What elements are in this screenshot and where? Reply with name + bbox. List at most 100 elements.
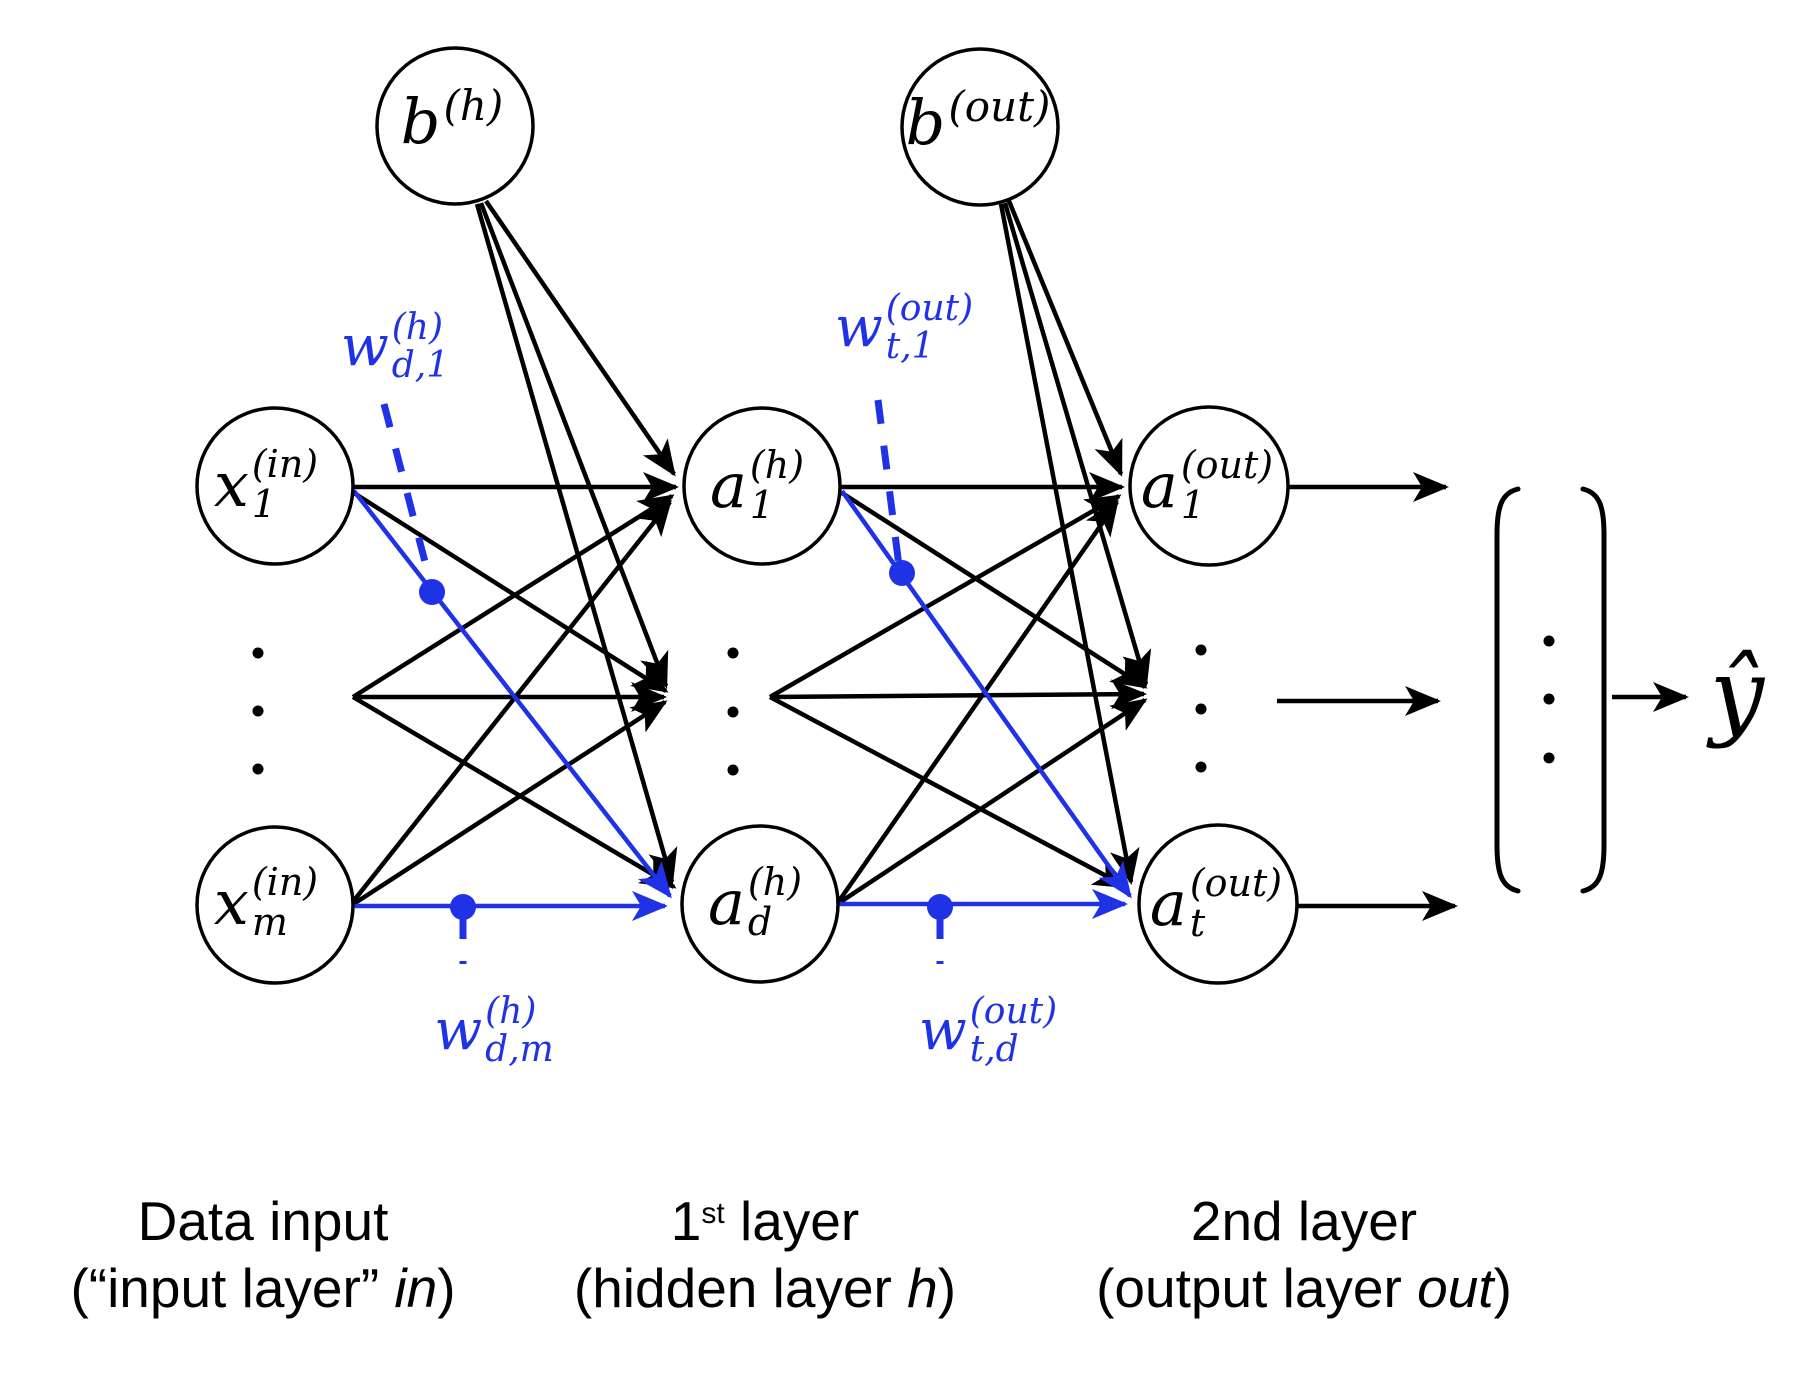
input-m-sub: m: [251, 900, 288, 944]
hidden-node-1-label: a(h)1: [709, 443, 805, 527]
w-t1-sub: t,1: [885, 326, 935, 367]
edge-xm-a1: [350, 499, 672, 905]
edge-hmid-aoutmid: [769, 679, 1147, 710]
weight-dot-d1: [419, 579, 445, 605]
output-1-sup: (out): [1180, 443, 1274, 488]
caption-output-line1: 2nd layer: [1190, 1190, 1418, 1252]
hidden-1-sub: 1: [749, 483, 775, 527]
w-dm-sub: d,m: [485, 1029, 554, 1070]
edge-x1-ad-blue: [352, 489, 672, 899]
input-node-1-label: x(in)1: [213, 442, 319, 526]
vector-brackets: [1494, 486, 1607, 894]
hidden-d-sub: d: [747, 900, 773, 944]
hidden-node-1-circle: [682, 406, 842, 566]
caption-output-line2-pre: (output layer: [1096, 1257, 1418, 1320]
input-node-m-label: x(in)m: [214, 860, 319, 944]
edge-xmid-a1: [351, 494, 675, 699]
w-t1-main: w: [834, 295, 883, 360]
edge-bout-a1out: [1006, 200, 1124, 477]
edge-a1h-atout-blue: [840, 489, 1132, 899]
edges-hidden-to-output-highlighted: [839, 489, 1132, 919]
output-node-1-circle: [1128, 405, 1290, 567]
hidden-node-d-label: a(h)d: [707, 860, 803, 944]
weight-dot-td: [927, 894, 953, 920]
hidden-d-main: a: [707, 866, 745, 939]
input-node-m-circle: [195, 825, 355, 985]
output-node-1-label: a(out)1: [1140, 443, 1274, 527]
bias-hidden-main: b: [400, 85, 441, 158]
output-node-t-label: a(out)t: [1150, 861, 1283, 945]
weight-dots: [419, 560, 953, 920]
w-t1-sup: (out): [885, 288, 974, 330]
caption-input-line2: (“input layer” in): [3, 1255, 523, 1322]
bias-output-sup: (out): [948, 81, 1051, 131]
caption-hidden-line2-italic: h: [907, 1257, 938, 1320]
edge-hmid-atout: [768, 695, 1130, 889]
bias-output-label: b(out): [905, 84, 1051, 159]
edge-adh-a1out: [837, 499, 1119, 903]
output-arrows: [1277, 472, 1689, 921]
input-1-main: x: [213, 448, 249, 521]
ellipsis-dots: [252, 635, 1555, 776]
bias-output-main: b: [905, 86, 946, 159]
caption-output-layer: 2nd layer (output layer out): [1044, 1188, 1564, 1322]
caption-hidden-line2: (hidden layer h): [505, 1255, 1025, 1322]
bracket-right: [1580, 486, 1607, 894]
leader-w-t1: [874, 399, 903, 567]
bias-hidden-label: b(h): [400, 83, 504, 158]
edge-xm-amid: [350, 700, 668, 907]
w-d1-main: w: [340, 314, 389, 379]
caption-input-layer: Data input (“input layer” in): [3, 1188, 523, 1322]
caption-output-line2: (output layer out): [1044, 1255, 1564, 1322]
w-td-sup: (out): [969, 991, 1058, 1033]
caption-output-line2-italic: out: [1417, 1257, 1494, 1320]
edge-hmid-a1out: [768, 494, 1122, 699]
weight-label-d1: w(h)d,1: [341, 309, 449, 385]
output-1-main: a: [1140, 449, 1178, 522]
hidden-node-d-circle: [680, 824, 840, 984]
weight-label-dm: w(h)d,m: [434, 993, 554, 1069]
edge-xmid-ad: [351, 695, 677, 889]
caption-hidden-line1-post: layer: [724, 1190, 860, 1252]
input-m-sup: (in): [251, 860, 319, 905]
w-d1-sup: (h): [391, 307, 444, 349]
hidden-1-sup: (h): [749, 443, 805, 488]
output-1-sub: 1: [1180, 483, 1206, 527]
edges-input-to-hidden: [350, 199, 679, 907]
w-td-sub: t,d: [969, 1029, 1019, 1070]
caption-input-line1: Data input: [137, 1190, 389, 1252]
bias-hidden-node-circle: [375, 46, 535, 206]
weight-label-td: w(out)t,d: [919, 993, 1057, 1069]
input-1-sup: (in): [251, 442, 319, 487]
edge-x1-amid: [352, 491, 669, 693]
weight-dot-t1: [889, 560, 915, 586]
yhat-symbol: ŷ: [1709, 638, 1765, 750]
caption-input-line2-italic: in: [394, 1257, 438, 1320]
caption-input-line2-pre: (“input layer”: [70, 1257, 395, 1320]
w-d1-sub: d,1: [391, 345, 450, 386]
bracket-left: [1494, 486, 1521, 894]
output-t-sup: (out): [1189, 861, 1283, 906]
edges-input-to-hidden-highlighted: [352, 489, 672, 921]
weight-dot-dm: [450, 894, 476, 920]
hidden-1-main: a: [709, 449, 747, 522]
edge-bout-aoutmid: [1002, 202, 1152, 687]
weight-leader-lines: [380, 399, 944, 964]
edges-hidden-to-output: [768, 200, 1152, 905]
w-dm-main: w: [434, 998, 483, 1063]
output-t-sub: t: [1189, 901, 1206, 945]
hidden-d-sup: (h): [747, 860, 803, 905]
edge-bout-atout: [998, 203, 1140, 885]
input-1-sub: 1: [251, 482, 277, 526]
caption-hidden-line1-pre: 1: [670, 1190, 702, 1252]
caption-hidden-layer: 1st layer (hidden layer h): [505, 1188, 1025, 1322]
w-dm-sup: (h): [485, 991, 537, 1033]
w-td-main: w: [918, 998, 967, 1063]
caption-hidden-line1: 1st layer: [505, 1188, 1025, 1255]
edge-a1h-aoutmid: [840, 491, 1148, 689]
caption-input-line2-post: ): [437, 1257, 456, 1320]
caption-hidden-line2-post: ): [937, 1257, 957, 1320]
edge-adh-aoutmid: [837, 698, 1148, 905]
